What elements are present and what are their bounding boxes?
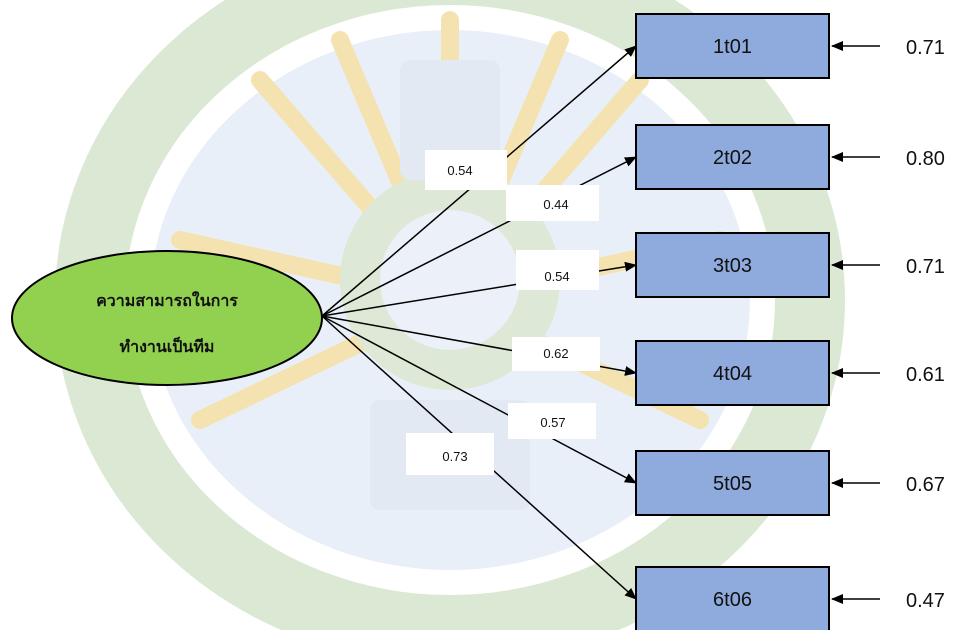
loading-value-5: 0.57 (540, 415, 565, 430)
loading-label-bg-4 (512, 337, 600, 371)
loading-path-5 (321, 315, 637, 484)
error-value-5: 0.67 (906, 474, 945, 496)
loading-path-2 (321, 156, 637, 317)
indicator-box-5 (635, 450, 830, 516)
error-value-2: 0.80 (906, 148, 945, 170)
indicator-label-6: 6t06 (713, 589, 752, 611)
indicator-box-6 (635, 566, 830, 630)
error-value-6: 0.47 (906, 590, 945, 612)
indicator-box-4 (635, 340, 830, 406)
indicator-box-3 (635, 232, 830, 298)
loading-value-4: 0.62 (543, 346, 568, 361)
loading-label-bg-5 (508, 403, 596, 439)
indicator-label-1: 1t01 (713, 36, 752, 58)
loading-value-2: 0.44 (543, 197, 568, 212)
indicator-label-5: 5t05 (713, 473, 752, 495)
latent-label-line2: ทำงานเป็นทีม (120, 335, 215, 356)
indicator-label-2: 2t02 (713, 147, 752, 169)
loading-label-bg-1 (425, 150, 507, 190)
indicator-label-4: 4t04 (713, 363, 752, 385)
error-value-3: 0.71 (906, 256, 945, 278)
loading-label-bg-3 (516, 250, 599, 290)
loading-label-bg-2 (506, 185, 599, 221)
indicator-box-1 (635, 13, 830, 79)
loading-value-6: 0.73 (442, 449, 467, 464)
indicator-label-3: 3t03 (713, 255, 752, 277)
latent-variable-node: ความสามารถในการ ทำงานเป็นทีม (11, 250, 323, 386)
latent-label-line1: ความสามารถในการ (96, 291, 238, 310)
error-value-1: 0.71 (906, 37, 945, 59)
loading-value-3: 0.54 (544, 269, 569, 284)
indicator-box-2 (635, 124, 830, 190)
loading-value-1: 0.54 (447, 163, 472, 178)
error-value-4: 0.61 (906, 364, 945, 386)
loading-label-bg-6 (406, 433, 494, 475)
